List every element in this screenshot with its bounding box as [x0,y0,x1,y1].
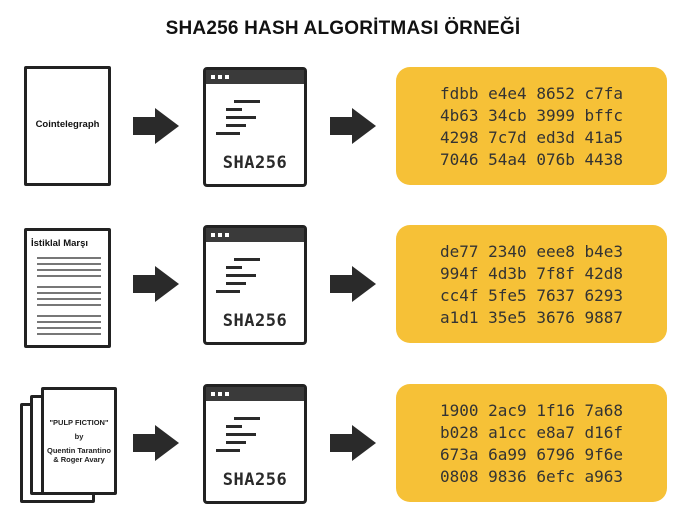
hash-line: 0808 9836 6efc a963 [439,467,624,486]
input-label: Cointelegraph [35,119,100,130]
algorithm-label: SHA256 [222,311,288,331]
hash-line: 673a 6a99 6796 9f6e [439,445,624,464]
example-row-istiklal-marsi: İstiklal Marşı SHA256 de77 2340 eee8 b4e… [0,224,686,354]
example-row-pulp-fiction: "PULP FICTION" by Quentin Tarantino & Ro… [0,383,686,513]
document-icon: Cointelegraph [24,66,111,186]
hash-line: a1d1 35e5 3676 9887 [439,308,624,327]
document-icon: İstiklal Marşı [24,228,111,348]
hash-line: 4298 7c7d ed3d 41a5 [439,128,624,147]
hash-window-icon: SHA256 [203,225,307,345]
input-label: by [74,432,84,441]
algorithm-label: SHA256 [222,153,288,173]
input-label: & Roger Avary [53,455,105,464]
hash-line: 7046 54a4 076b 4438 [439,150,624,169]
hash-window-icon: SHA256 [203,384,307,504]
hash-line: 994f 4d3b 7f8f 42d8 [439,264,624,283]
arrow-right-icon [133,108,179,144]
hash-line: cc4f 5fe5 7637 6293 [439,286,624,305]
hash-window-icon: SHA256 [203,67,307,187]
hash-line: fdbb e4e4 8652 c7fa [439,84,624,103]
hash-line: 4b63 34cb 3999 bffc [439,106,624,125]
input-label: "PULP FICTION" [49,418,109,427]
arrow-right-icon [330,108,376,144]
hash-output: fdbb e4e4 8652 c7fa 4b63 34cb 3999 bffc … [396,67,667,185]
arrow-right-icon [133,425,179,461]
hash-line: b028 a1cc e8a7 d16f [439,423,624,442]
hash-line: 1900 2ac9 1f16 7a68 [439,401,624,420]
arrow-right-icon [330,425,376,461]
hash-output: 1900 2ac9 1f16 7a68 b028 a1cc e8a7 d16f … [396,384,667,502]
input-label: Quentin Tarantino [46,446,112,455]
arrow-right-icon [133,266,179,302]
hash-output: de77 2340 eee8 b4e3 994f 4d3b 7f8f 42d8 … [396,225,667,343]
text-lines [37,257,101,339]
input-label: İstiklal Marşı [31,238,89,249]
example-row-cointelegraph: Cointelegraph SHA256 fdbb e4e4 8652 c7fa… [0,66,686,196]
algorithm-label: SHA256 [222,470,288,490]
page-title: SHA256 HASH ALGORİTMASI ÖRNEĞİ [165,18,521,39]
hash-line: de77 2340 eee8 b4e3 [439,242,624,261]
arrow-right-icon [330,266,376,302]
